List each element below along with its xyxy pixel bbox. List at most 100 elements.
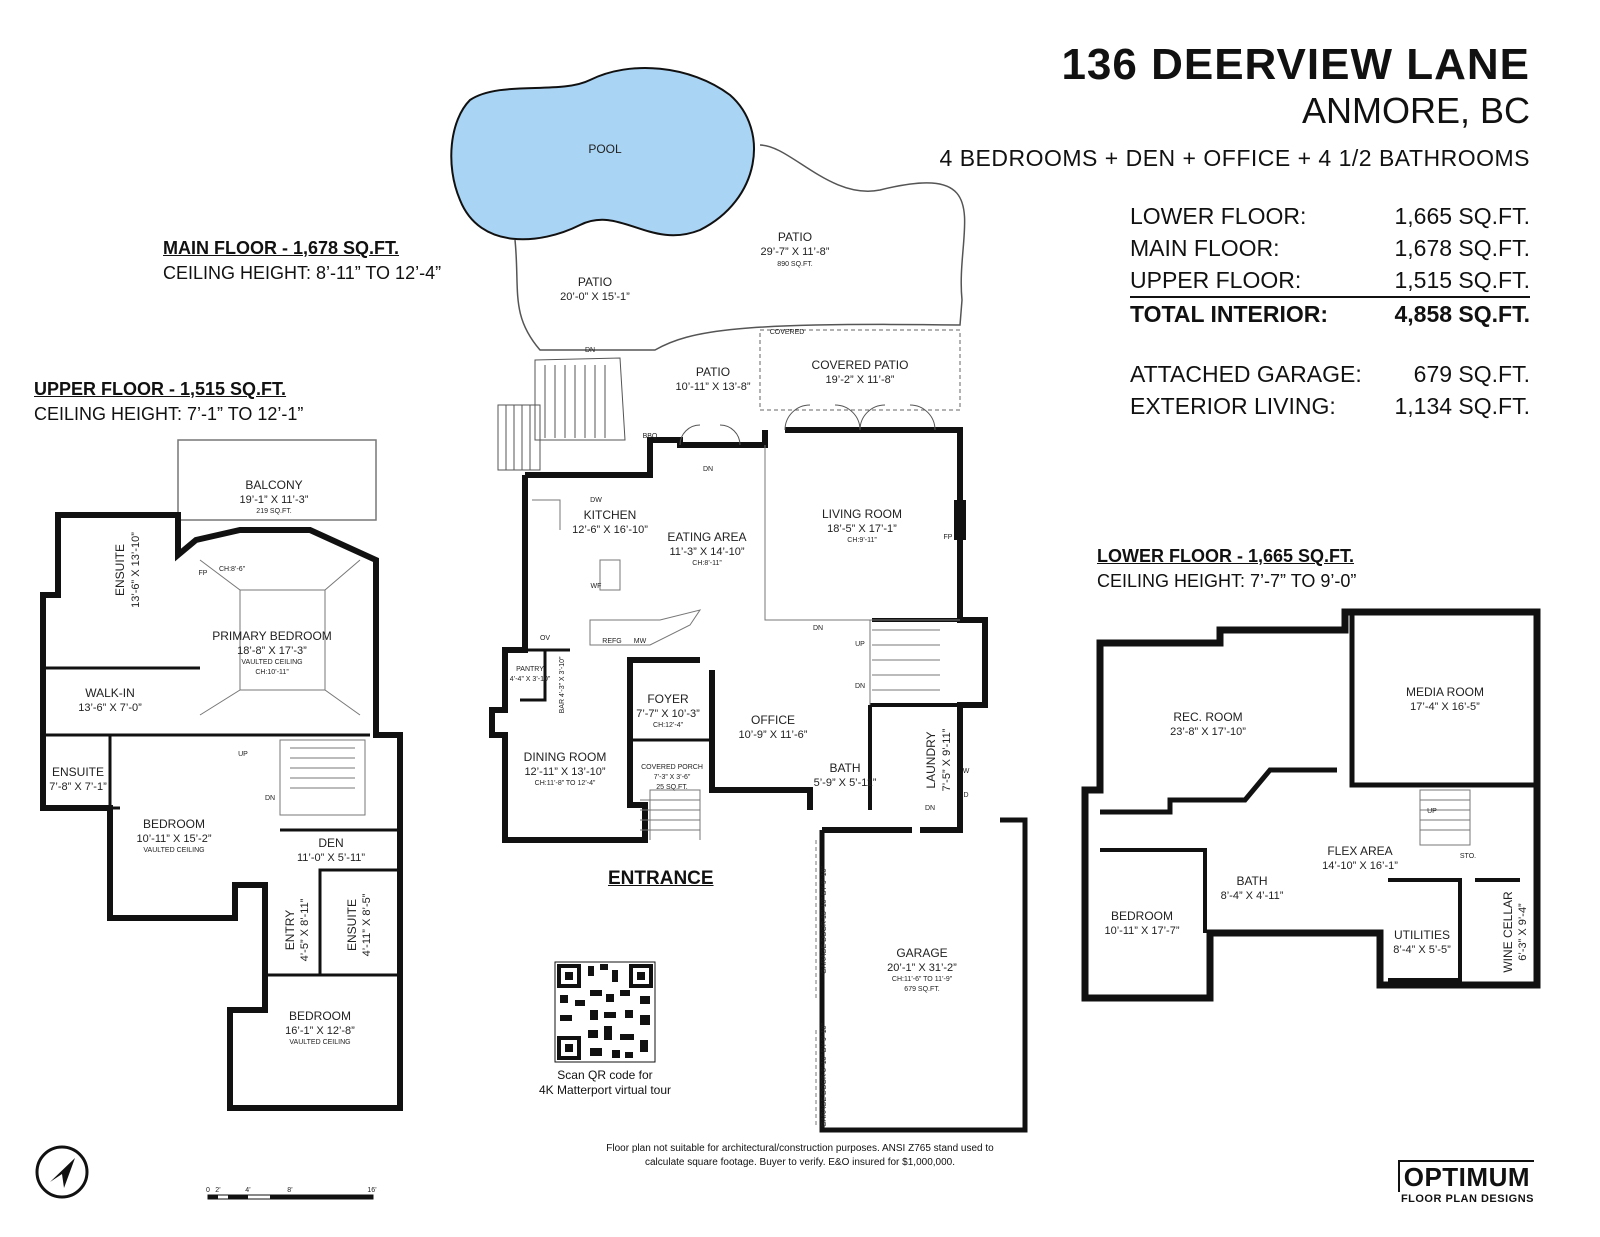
qr-code [554,961,656,1063]
fridge-mark: REFG [602,638,621,645]
entry-label: ENTRY [283,910,297,950]
optimum-logo: OPTIMUM FLOOR PLAN DESIGNS [1397,1160,1534,1205]
up-mark: UP [1427,808,1437,815]
pantry-dims: 4’-4” X 3’-10” [510,676,551,683]
dishwasher-mark: DW [590,497,602,504]
garage-dims: 20’-1” X 31’-2” [887,962,957,974]
lower-floor-title: LOWER FLOOR - 1,665 SQ.FT.CEILING HEIGHT… [1097,546,1357,591]
pool-label: POOL [588,142,622,156]
balcony-outline [177,439,377,521]
ensuite-up1-dims: 13’-6” X 13’-10” [130,532,142,608]
utilities-label: UTILITIES [1394,928,1450,942]
scale-label: 0 [206,1187,210,1194]
office-label: OFFICE [751,713,795,727]
patio-big-area: 890 SQ.FT. [777,261,812,268]
ceiling-height-mark: CH:8’-6” [219,566,246,573]
property-city: ANMORE, BC [1301,90,1530,131]
walkin-label: WALK-IN [85,686,135,700]
bath-main-dims: 5’-9” X 5’-11” [814,777,877,789]
foyer-dims: 7’-7” X 10’-3” [636,708,700,720]
sto-label: STO. [1460,853,1476,860]
upper-floor-walls [40,512,403,1111]
up-mark: UP [238,751,248,758]
fireplace-mark: FP [199,570,208,577]
north-arrow-icon [35,1145,89,1199]
disclaimer: Floor plan not suitable for architectura… [606,1143,994,1168]
walkin-dims: 13’-6” X 7’-0” [78,702,142,714]
up-mark: UP [855,641,865,648]
garage-walls [819,817,1028,1133]
property-address: 136 DEERVIEW LANE [1061,40,1530,89]
scale-label: 2’ [215,1187,221,1194]
bed-low-label: BEDROOM [1111,909,1173,923]
scale-bar: 0 2’ 4’ 8’ 16’ [206,1187,377,1200]
lower-floor-walls [1081,608,1541,1002]
living-french-doors [679,404,936,446]
garage-door-2: GARAGE DOOR 8’-10” BY 9’-10” [821,1022,828,1126]
patio-outline [514,144,966,351]
patio-big-dims: 29’-7” X 11’-8” [761,246,830,258]
primary-dims: 18’-8” X 17’-3” [237,645,307,657]
laundry-dims: 7’-5” X 9’-11” [941,728,953,791]
patio-stairs [497,357,626,471]
garage-ch: CH:11’-6” TO 11’-9” [892,976,953,983]
ensuite-up2-dims: 7’-8” X 7’-1” [49,781,107,793]
primary-vaulted: VAULTED CEILING [241,659,302,666]
garage-area: 679 SQ.FT. [904,986,939,993]
ensuite-up3-dims: 4’-11” X 8’-5” [361,893,373,956]
covered-tag: COVERED [770,329,805,336]
ensuite-up3-label: ENSUITE [345,899,359,951]
bed-up2-vaulted: VAULTED CEILING [289,1039,350,1046]
wine-dims: 6’-3” X 9’-4” [1517,903,1529,961]
patio-big-label: PATIO [778,230,812,244]
covered-patio-label: COVERED PATIO [812,358,909,372]
scale-label: 16’ [367,1187,377,1194]
main-floor-walls [489,427,988,843]
laundry-label: LAUNDRY [924,731,938,788]
summary-row: EXTERIOR LIVING:1,134 SQ.FT. [1130,392,1530,419]
kitchen-dims: 12’-6” X 16’-10” [572,524,648,536]
bed-low-dims: 10’-11” X 17’-7” [1105,925,1180,937]
washer-mark: W [963,768,970,775]
patio-left-dims: 20’-0” X 15’-1” [560,291,630,303]
living-dims: 18’-5” X 17’-1” [827,523,897,535]
bath-low-dims: 8’-4” X 4’-11” [1221,890,1284,902]
pantry-label: PANTRY [516,666,544,673]
dn-mark: DN [925,805,935,812]
patio-small-label: PATIO [696,365,730,379]
foyer-label: FOYER [647,692,689,706]
garage-label: GARAGE [896,946,947,960]
vaulted-lines [199,559,361,716]
foyer-ch: CH:12’-4” [653,722,684,729]
flex-label: FLEX AREA [1327,844,1392,858]
bar-label: BAR 4’-3” X 3’-10” [559,656,566,713]
summary-row: LOWER FLOOR:1,665 SQ.FT. [1130,202,1530,229]
lower-stairs [1419,789,1471,846]
dining-ch: CH:11’-8” TO 12’-4” [535,780,596,787]
upper-stairs [279,739,366,816]
bed-up2-dims: 16’-1” X 12’-8” [285,1025,355,1037]
rec-dims: 23’-8” X 17’-10” [1170,726,1246,738]
balcony-label: BALCONY [245,478,302,492]
balcony-area: 219 SQ.FT. [256,508,291,515]
bath-low-label: BATH [1236,874,1267,888]
primary-ch: CH:10’-11” [255,669,289,676]
media-dims: 17’-4” X 16’-5” [1410,701,1480,713]
dining-dims: 12’-11” X 13’-10” [524,766,605,778]
dn-mark: DN [265,795,275,802]
flex-dims: 14’-10” X 16’-1” [1322,860,1398,872]
scale-label: 4’ [245,1187,251,1194]
dining-label: DINING ROOM [524,750,607,764]
bed-up1-dims: 10’-11” X 15’-2” [137,833,212,845]
dn-mark: DN [585,347,595,354]
covered-patio-dims: 19’-2” X 11’-8” [826,374,895,386]
patio-small-dims: 10’-11” X 13’-8” [676,381,751,393]
summary-row: MAIN FLOOR:1,678 SQ.FT. [1130,234,1530,261]
scale-label: 8’ [287,1187,293,1194]
living-label: LIVING ROOM [822,507,902,521]
eating-ch: CH:8’-11” [692,560,722,567]
wine-fridge-mark: WF [591,583,602,590]
garage-door-1: GARAGE DOOR 15’-10” BY 9’-10” [821,866,828,974]
eating-label: EATING AREA [667,530,746,544]
